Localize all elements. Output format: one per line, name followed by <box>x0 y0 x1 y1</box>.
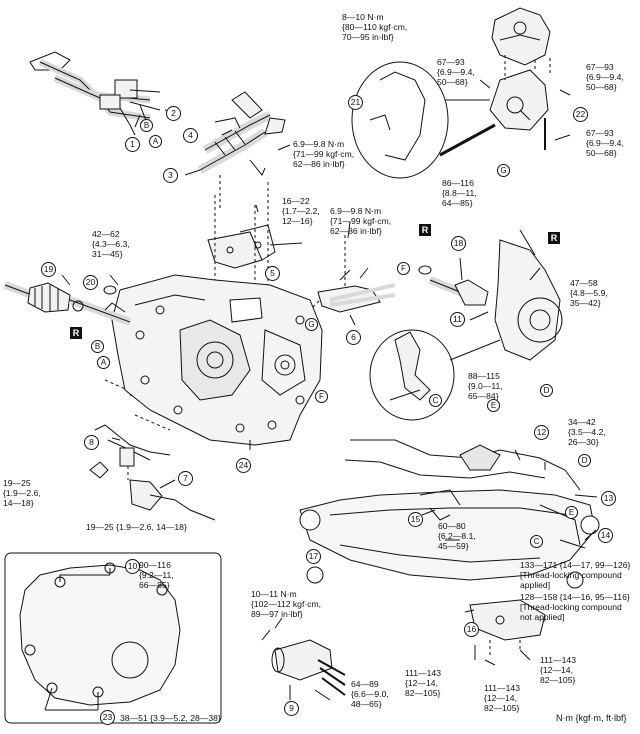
torque-spec-shift-bracket-bolt: 6.9—9.8 N·m {71—99 kgf·cm, 62—86 in·lbf} <box>330 206 392 236</box>
torque-unit-legend: N·m {kgf·m, ft·lbf} <box>556 713 627 723</box>
cable-bracket <box>207 224 276 269</box>
transaxle-case <box>111 274 323 446</box>
torque-spec-mount-bolt-left: 67—93 {6.9—9.4, 50—68} <box>437 57 475 87</box>
steering-knuckle-and-hub <box>418 229 563 361</box>
shift-cable-bracket <box>317 267 396 313</box>
callout-6: 6 <box>346 330 361 345</box>
torque-spec-case-bolts-inset: 38—51 {3.9—5.2, 28—38} <box>120 713 221 723</box>
callout-16: 16 <box>464 622 479 637</box>
torque-spec-starter-bolt: 64—89 {6.6—9.0, 48—65} <box>351 679 389 709</box>
callout-22: 22 <box>573 107 588 122</box>
ref-marker-a-top: A <box>149 135 162 148</box>
torque-spec-stabilizer-bolt: 60—80 {6.2—8.1, 45—59} <box>438 521 476 551</box>
ref-marker-f-shaft: F <box>397 262 410 275</box>
torque-spec-mount-bolt-lower: 67—93 {6.9—9.4, 50—68} <box>586 128 624 158</box>
callout-17: 17 <box>306 549 321 564</box>
torque-spec-harness-bolt: 19—25 {1.9—2.6, 14—18} <box>86 522 187 532</box>
callout-8: 8 <box>84 435 99 450</box>
torque-spec-mount-through-bolt: 86—116 {8.8—11, 64—85} <box>442 178 477 208</box>
callout-21: 21 <box>348 95 363 110</box>
ref-marker-g-mount: G <box>497 164 510 177</box>
bolt-pattern-inset <box>4 552 222 724</box>
replace-part-badge-left: R <box>70 327 82 339</box>
note-thread-locking-not-applied: 128—158 {14—16, 95—116} [Thread-locking … <box>520 592 630 622</box>
torque-spec-sensor-bolt: 19—25 {1.9—2.6, 14—18} <box>3 478 41 508</box>
callout-13: 13 <box>601 491 616 506</box>
ref-marker-d-hub: D <box>540 384 553 397</box>
callout-7: 7 <box>178 471 193 486</box>
callout-12: 12 <box>534 425 549 440</box>
ref-marker-g-case: G <box>305 318 318 331</box>
torque-spec-mount-nut: 8—10 N·m {80—110 kgf·cm, 70—95 in·lbf} <box>342 12 408 42</box>
callout-3: 3 <box>163 168 178 183</box>
starter-motor <box>261 617 346 696</box>
replace-part-badge-right: R <box>548 232 560 244</box>
callout-10: 10 <box>125 559 140 574</box>
torque-spec-hub-nut: 47—58 {4.8—5.9, 35—42} <box>570 278 608 308</box>
ref-marker-b-case: B <box>91 340 104 353</box>
left-drive-shaft <box>3 281 132 326</box>
torque-spec-case-bolt: 42—62 {4.3—6.3, 31—45} <box>92 229 130 259</box>
callout-24: 24 <box>236 458 251 473</box>
replace-part-badge-hub: R <box>419 224 431 236</box>
engine-mount <box>439 7 551 157</box>
callout-5: 5 <box>265 266 280 281</box>
callout-19: 19 <box>41 262 56 277</box>
mount-detail-circle <box>351 61 490 179</box>
torque-spec-starter-terminal: 10—11 N·m {102—112 kgf·cm, 89—97 in·lbf} <box>251 589 322 619</box>
ref-marker-e-crossmember: E <box>565 506 578 519</box>
torque-spec-inset-bolt: 90—116 {9.2—11, 66—85} <box>139 560 174 590</box>
callout-2: 2 <box>166 106 181 121</box>
shift-cable-ends <box>29 51 161 136</box>
ref-marker-c-detail: C <box>429 394 442 407</box>
callout-20: 20 <box>83 275 98 290</box>
harness-and-sensor <box>89 424 216 521</box>
callout-14: 14 <box>598 528 613 543</box>
ref-marker-f-case: F <box>315 390 328 403</box>
torque-spec-cable-bolt: 6.9—9.8 N·m {71—99 kgf·cm, 62—86 in·lbf} <box>293 139 355 169</box>
torque-spec-ball-joint-bolt: 88—115 {9.0—11, 65—84} <box>468 371 503 401</box>
torque-spec-tie-rod-nut: 34—42 {3.5—4.2, 26—30} <box>568 417 606 447</box>
callout-23: 23 <box>100 710 115 725</box>
front-crossmember <box>299 439 600 589</box>
leader-lines <box>61 89 598 701</box>
torque-spec-crossmember-bolt-left: 111—143 {12—14, 82—105} <box>405 668 441 698</box>
ref-marker-b-top: B <box>140 119 153 132</box>
shift-cable-assembly <box>197 91 286 176</box>
callout-1: 1 <box>125 137 140 152</box>
callout-4: 4 <box>183 128 198 143</box>
torque-spec-crossmember-bolt-center: 111—143 {12—14, 82—105} <box>484 683 520 713</box>
callout-11: 11 <box>450 312 465 327</box>
callout-9: 9 <box>284 701 299 716</box>
ref-marker-a-case: A <box>97 356 110 369</box>
note-thread-locking-applied: 133—171 {14—17, 99—126} [Thread-locking … <box>520 560 631 590</box>
torque-spec-bracket-bolt: 16—22 {1.7—2.2, 12—16} <box>282 196 320 226</box>
ref-marker-c-crossmember: C <box>530 535 543 548</box>
callout-18: 18 <box>451 236 466 251</box>
torque-spec-crossmember-bolt-right: 111—143 {12—14, 82—105} <box>540 655 576 685</box>
ref-marker-d-crossmember: D <box>578 454 591 467</box>
ref-marker-e-hub: E <box>487 399 500 412</box>
torque-spec-mount-bolt-right: 67—93 {6.9—9.4, 50—68} <box>586 62 624 92</box>
callout-15: 15 <box>408 512 423 527</box>
